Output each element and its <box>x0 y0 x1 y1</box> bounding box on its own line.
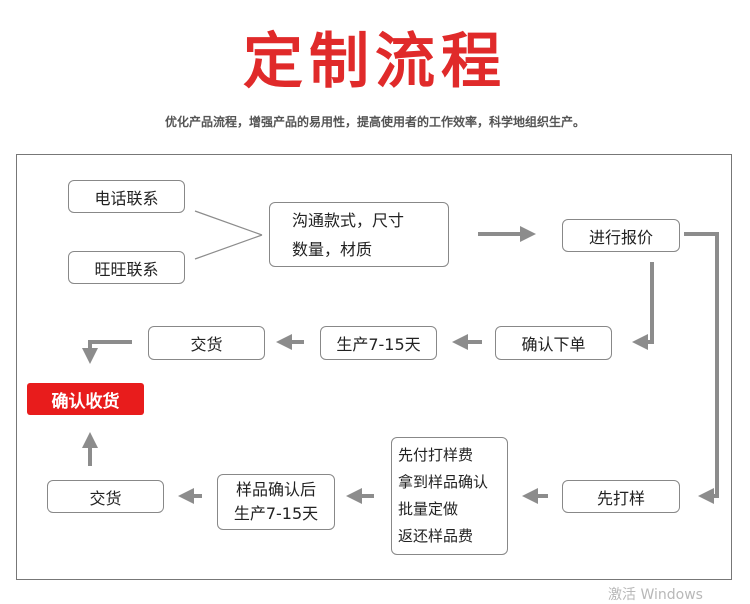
node-wangwang-contact: 旺旺联系 <box>68 251 185 284</box>
node-production-top: 生产7-15天 <box>320 326 437 360</box>
page-title: 定制流程 <box>243 27 507 97</box>
arrow-quote-to-sample <box>684 232 719 504</box>
node-delivery-bottom: 交货 <box>47 480 164 513</box>
sample-step: 批量定做 <box>398 500 459 518</box>
windows-activation-watermark: 激活 Windows <box>608 587 703 603</box>
node-after-sample-line1: 样品确认后 <box>235 480 316 499</box>
node-after-sample-line2: 生产7-15天 <box>233 504 319 523</box>
arrow-delivery-to-receipt <box>82 340 132 364</box>
arrow-quote-to-confirm <box>632 262 654 350</box>
sample-step: 先付打样费 <box>398 446 474 464</box>
sample-step: 返还样品费 <box>398 527 474 545</box>
node-phone-contact: 电话联系 <box>68 180 185 213</box>
node-communicate-line2: 数量，材质 <box>292 239 373 259</box>
connector-line <box>194 210 263 236</box>
node-communicate-line1: 沟通款式，尺寸 <box>292 210 405 230</box>
connector-line <box>194 234 263 260</box>
sample-step: 拿到样品确认 <box>398 473 489 491</box>
node-after-sample: 样品确认后 生产7-15天 <box>217 474 335 530</box>
node-quote: 进行报价 <box>562 219 680 252</box>
node-sample-steps: 先付打样费 拿到样品确认 批量定做 返还样品费 <box>391 437 508 555</box>
node-communicate: 沟通款式，尺寸 数量，材质 <box>269 202 449 267</box>
node-confirm-receipt: 确认收货 <box>27 383 144 415</box>
page-subtitle: 优化产品流程，增强产品的易用性，提高使用者的工作效率，科学地组织生产。 <box>164 115 585 129</box>
node-confirm-order: 确认下单 <box>495 326 612 360</box>
node-delivery-top: 交货 <box>148 326 265 360</box>
node-sample: 先打样 <box>562 480 680 513</box>
